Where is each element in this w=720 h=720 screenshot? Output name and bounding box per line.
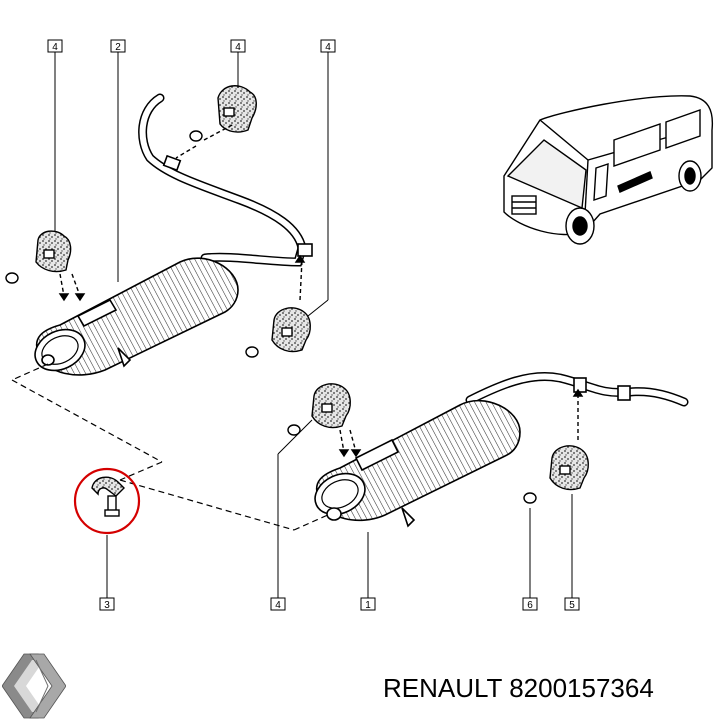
svg-text:4: 4 [52,42,58,53]
upper-exhaust-assembly [34,93,313,376]
callout-box-1: 4 [47,39,63,53]
highlight-circle [73,467,141,535]
svg-text:6: 6 [527,600,533,611]
svg-text:5: 5 [569,600,575,611]
svg-text:4: 4 [235,42,241,53]
svg-text:1: 1 [365,600,371,611]
callout-box-7: 1 [360,597,376,611]
svg-text:4: 4 [325,42,331,53]
rubber-mount-right [245,254,311,358]
part-caption: RENAULT 8200157364 [383,670,713,706]
clamp-part [91,476,125,517]
callout-leaders [54,52,573,600]
callout-box-5: 3 [99,597,115,611]
callout-box-4: 4 [320,39,336,53]
part-number: 8200157364 [509,673,654,703]
svg-text:4: 4 [275,600,281,611]
rubber-mount-lower-right [523,388,589,504]
brand-name: RENAULT [383,673,502,703]
callout-box-8: 6 [522,597,538,611]
callout-box-9: 5 [564,597,580,611]
callout-box-6: 4 [270,597,286,611]
lower-exhaust-assembly [314,372,689,528]
rubber-mount-top [175,85,257,159]
van-icon [503,95,714,245]
svg-text:3: 3 [104,600,110,611]
renault-logo-icon [2,653,66,719]
svg-text:2: 2 [115,42,121,53]
callout-box-3: 4 [230,39,246,53]
rubber-mount-left [5,230,86,302]
rubber-mount-lower-left [287,383,362,458]
assembly-connection-lines [11,363,331,531]
callout-box-2: 2 [110,39,126,53]
